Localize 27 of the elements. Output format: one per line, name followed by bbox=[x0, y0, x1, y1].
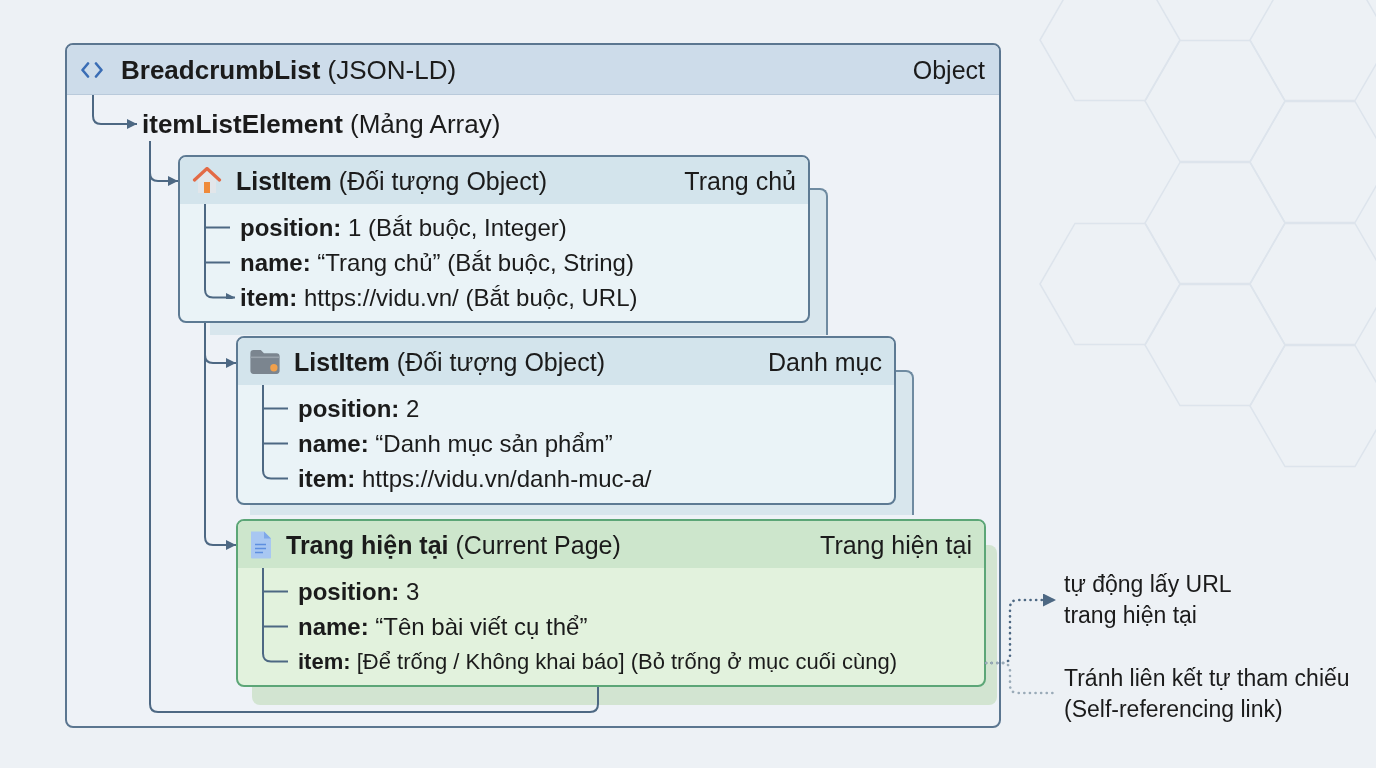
list-item-card bbox=[236, 336, 896, 505]
property-line: name: “Trang chủ” (Bắt buộc, String) bbox=[240, 248, 634, 278]
page-level-label: Trang hiện tại bbox=[820, 529, 972, 561]
object-type-label: Object bbox=[912, 54, 985, 86]
container-title: BreadcrumbList (JSON-LD) bbox=[121, 53, 457, 86]
property-line: position: 2 bbox=[298, 394, 420, 424]
page-level-label: Trang chủ bbox=[684, 165, 796, 197]
property-label: itemListElement (Mảng Array) bbox=[142, 107, 501, 141]
card-title: ListItem (Đối tượng Object) bbox=[236, 165, 547, 197]
list-item-card bbox=[236, 519, 986, 687]
connector-line bbox=[149, 140, 599, 713]
arrow bbox=[92, 94, 138, 129]
card-title: Trang hiện tại (Current Page) bbox=[286, 529, 621, 561]
property-line: name: “Tên bài viết cụ thể” bbox=[298, 612, 588, 642]
card-title: ListItem (Đối tượng Object) bbox=[294, 346, 605, 378]
property-line: position: 3 bbox=[298, 577, 420, 607]
object-container bbox=[65, 43, 1001, 728]
note-text: tự động lấy URL trang hiện tại bbox=[1056, 569, 1274, 631]
list-item-card bbox=[178, 155, 810, 323]
property-line: item: https://vidu.vn/ (Bắt buộc, URL) bbox=[240, 283, 638, 313]
note-text: Tránh liên kết tự tham chiếu (Self-referencing link) bbox=[1056, 663, 1366, 725]
page-level-label: Danh mục bbox=[768, 346, 882, 378]
property-line: item: [Để trống / Không khai báo] (Bỏ trống ở mục cuối cùng) bbox=[298, 648, 897, 676]
property-line: name: “Danh mục sản phẩm” bbox=[298, 429, 613, 459]
property-line: position: 1 (Bắt buộc, Integer) bbox=[240, 213, 567, 243]
arrow bbox=[204, 322, 237, 550]
property-line: item: https://vidu.vn/danh-muc-a/ bbox=[298, 464, 652, 494]
